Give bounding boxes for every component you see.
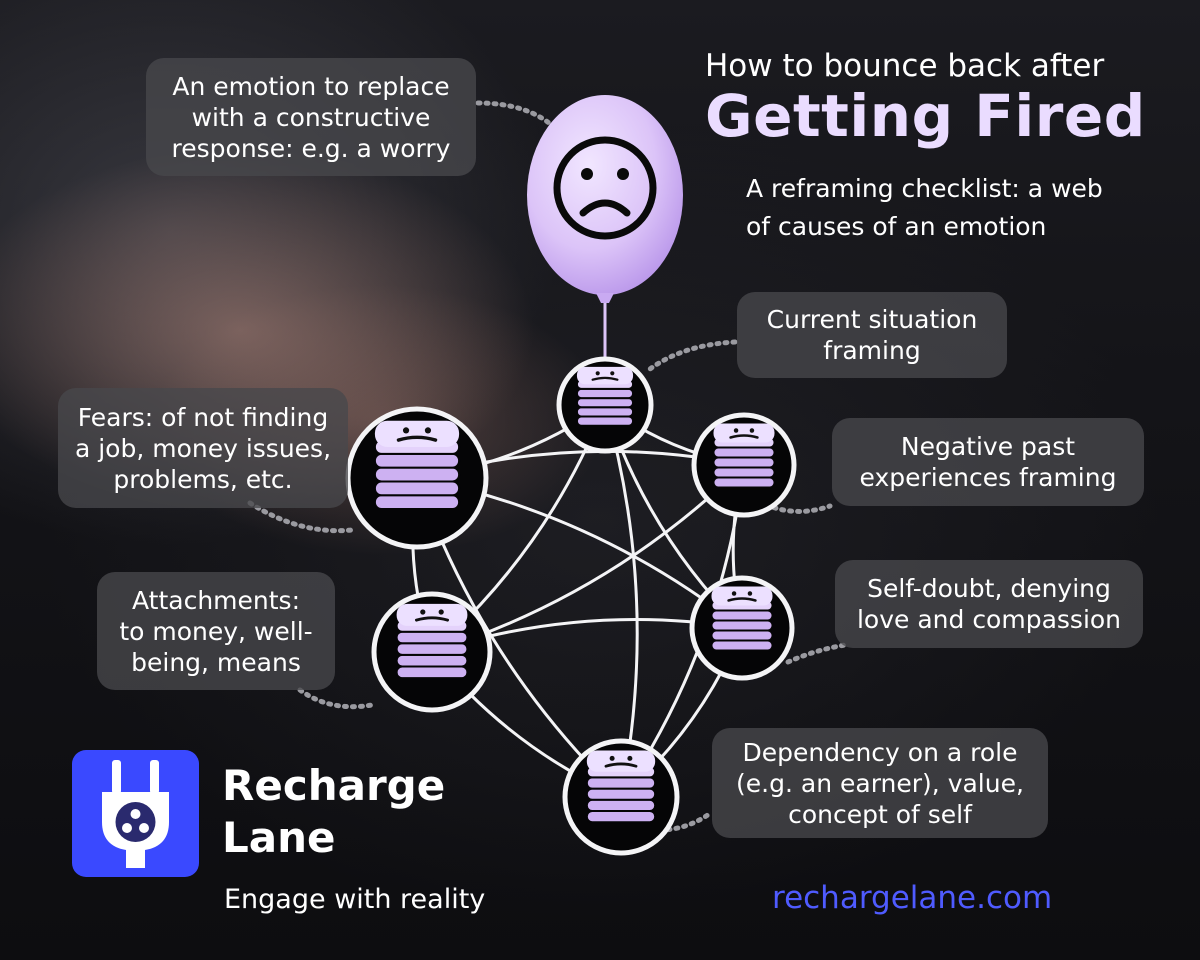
callout-dependency-line-1: Dependency on a role — [742, 737, 1018, 767]
balloon-face-outline — [553, 136, 657, 240]
callout-emotion: An emotion to replace with a constructiv… — [146, 58, 476, 176]
connector-selfdoubt — [785, 642, 848, 665]
callout-current-line-2: framing — [823, 336, 921, 365]
node-attachments — [371, 591, 493, 713]
connector-current — [643, 339, 738, 375]
connector-fears — [247, 500, 355, 534]
sad-coin-stack-icon — [395, 603, 469, 680]
sad-coin-stack-icon — [710, 586, 774, 652]
page-title: Getting Fired — [705, 82, 1146, 150]
emotion-balloon — [527, 95, 683, 358]
sad-coin-stack-icon — [712, 423, 776, 489]
balloon-face-frown — [579, 199, 631, 217]
callout-negative-line-1: Negative past — [900, 432, 1076, 461]
callout-emotion-line-2: with a constructive — [191, 102, 431, 132]
brand-name: Recharge Lane — [222, 760, 445, 864]
subtitle: A reframing checklist: a web of causes o… — [746, 170, 1103, 246]
callout-fears-line-3: problems, etc. — [113, 464, 293, 494]
callout-selfdoubt-line-2: love and compassion — [856, 605, 1122, 634]
subtitle-line-1: A reframing checklist: a web — [746, 174, 1103, 203]
callout-dependency-line-3: concept of self — [788, 799, 972, 829]
title-pre: How to bounce back after — [705, 48, 1105, 84]
callout-attachments-line-1: Attachments: — [131, 585, 300, 615]
callout-fears-line-2: a job, money issues, — [74, 433, 332, 463]
subtitle-line-2: of causes of an emotion — [746, 212, 1047, 241]
callout-selfdoubt: Self-doubt, denying love and compassion — [835, 560, 1143, 648]
callout-current: Current situation framing — [737, 292, 1007, 378]
plug-icon — [102, 760, 169, 868]
callout-dependency: Dependency on a role (e.g. an earner), v… — [712, 728, 1048, 838]
callout-current-line-1: Current situation — [766, 305, 978, 334]
balloon-knot — [596, 293, 614, 303]
callout-fears-line-1: Fears: of not finding — [77, 402, 329, 432]
brand-tagline: Engage with reality — [224, 884, 486, 915]
node-fears — [345, 406, 489, 550]
node-dependency — [562, 738, 680, 856]
brand-url-link[interactable]: rechargelane.com — [772, 880, 1053, 916]
sad-coin-stack-icon — [585, 750, 657, 824]
sad-face-balloon-icon — [527, 95, 683, 295]
callout-attachments-line-3: being, means — [131, 647, 301, 677]
callout-attachments: Attachments: to money, well- being, mean… — [97, 572, 335, 690]
web-line-current-dependency — [603, 404, 639, 798]
callout-emotion-line-3: response: e.g. a worry — [171, 133, 451, 163]
web-nodes — [345, 356, 797, 856]
callout-negative: Negative past experiences framing — [832, 418, 1144, 506]
callout-negative-line-2: experiences framing — [859, 463, 1117, 492]
callout-attachments-line-2: to money, well- — [119, 616, 313, 646]
node-selfdoubt — [689, 575, 795, 681]
node-negative — [691, 412, 797, 518]
node-current — [556, 356, 654, 454]
brand-name-line-1: Recharge — [222, 761, 446, 810]
callout-emotion-line-1: An emotion to replace — [172, 71, 450, 101]
balloon-face-eye-left — [581, 168, 593, 180]
balloon-face-eye-right — [617, 168, 629, 180]
brand-logo — [72, 750, 199, 877]
sad-coin-stack-icon — [575, 366, 635, 427]
callout-dependency-line-2: (e.g. an earner), value, — [736, 768, 1024, 798]
callout-fears: Fears: of not finding a job, money issue… — [58, 388, 348, 508]
sad-coin-stack-icon — [373, 420, 461, 511]
connector-attachments — [297, 687, 375, 710]
brand-name-line-2: Lane — [222, 813, 336, 862]
callout-selfdoubt-line-1: Self-doubt, denying — [867, 574, 1111, 603]
connector-emotion — [475, 100, 558, 131]
